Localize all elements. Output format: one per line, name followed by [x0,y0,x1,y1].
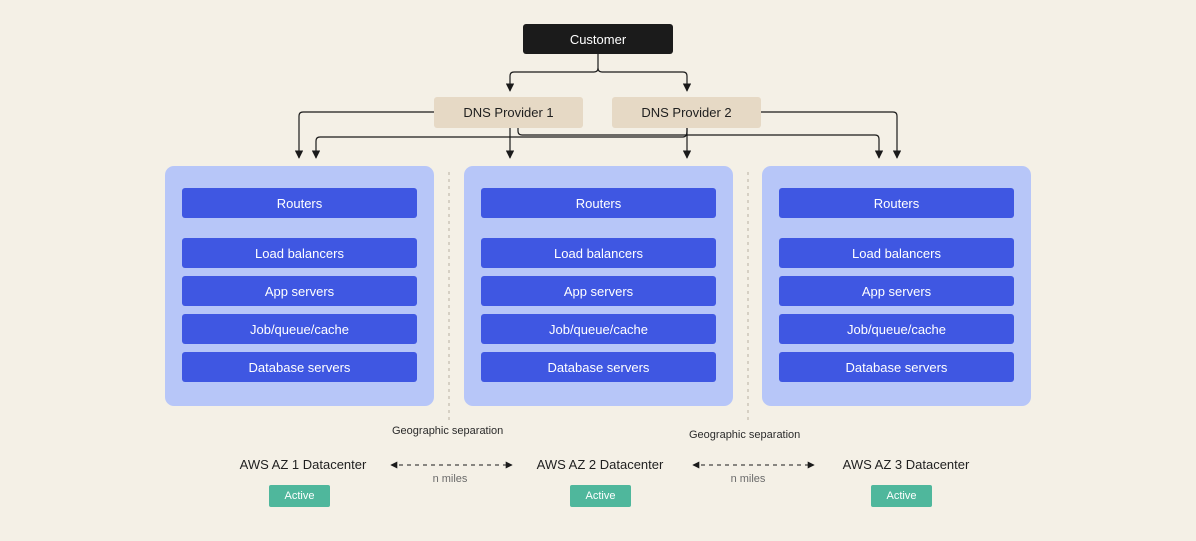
distance-label-2: n miles [730,473,766,485]
customer-node: Customer [523,24,673,54]
dns-provider-2: DNS Provider 2 [612,97,761,128]
datacenter-az1: Routers Load balancers App servers Job/q… [165,166,434,406]
dns2-to-dc1-arrow [311,128,688,159]
dns2-to-dc3-arrow [761,111,902,159]
customer-to-dns2-arrow [597,67,692,92]
datacenter-az1-label: AWS AZ 1 Datacenter [239,457,367,472]
load-balancers-layer: Load balancers [779,238,1014,268]
database-servers-layer: Database servers [779,352,1014,382]
datacenter-az2-label: AWS AZ 2 Datacenter [536,457,664,472]
customer-to-dns1-arrow [505,54,599,92]
datacenter-az3-label: AWS AZ 3 Datacenter [842,457,970,472]
load-balancers-layer: Load balancers [481,238,716,268]
job-queue-cache-layer: Job/queue/cache [182,314,417,344]
status-badge-az2: Active [570,485,631,507]
app-servers-layer: App servers [779,276,1014,306]
app-servers-layer: App servers [481,276,716,306]
load-balancers-layer: Load balancers [182,238,417,268]
job-queue-cache-layer: Job/queue/cache [779,314,1014,344]
database-servers-layer: Database servers [182,352,417,382]
datacenter-az2: Routers Load balancers App servers Job/q… [464,166,733,406]
job-queue-cache-layer: Job/queue/cache [481,314,716,344]
dns1-to-dc3-arrow [517,128,884,159]
geographic-separation-label-1: Geographic separation [392,425,504,437]
routers-layer: Routers [182,188,417,218]
database-servers-layer: Database servers [481,352,716,382]
dns1-to-dc1-arrow [294,111,434,159]
app-servers-layer: App servers [182,276,417,306]
routers-layer: Routers [779,188,1014,218]
dns-provider-1: DNS Provider 1 [434,97,583,128]
status-badge-az1: Active [269,485,330,507]
status-badge-az3: Active [871,485,932,507]
routers-layer: Routers [481,188,716,218]
distance-label-1: n miles [432,473,468,485]
datacenter-az3: Routers Load balancers App servers Job/q… [762,166,1031,406]
geographic-separation-label-2: Geographic separation [689,429,801,441]
